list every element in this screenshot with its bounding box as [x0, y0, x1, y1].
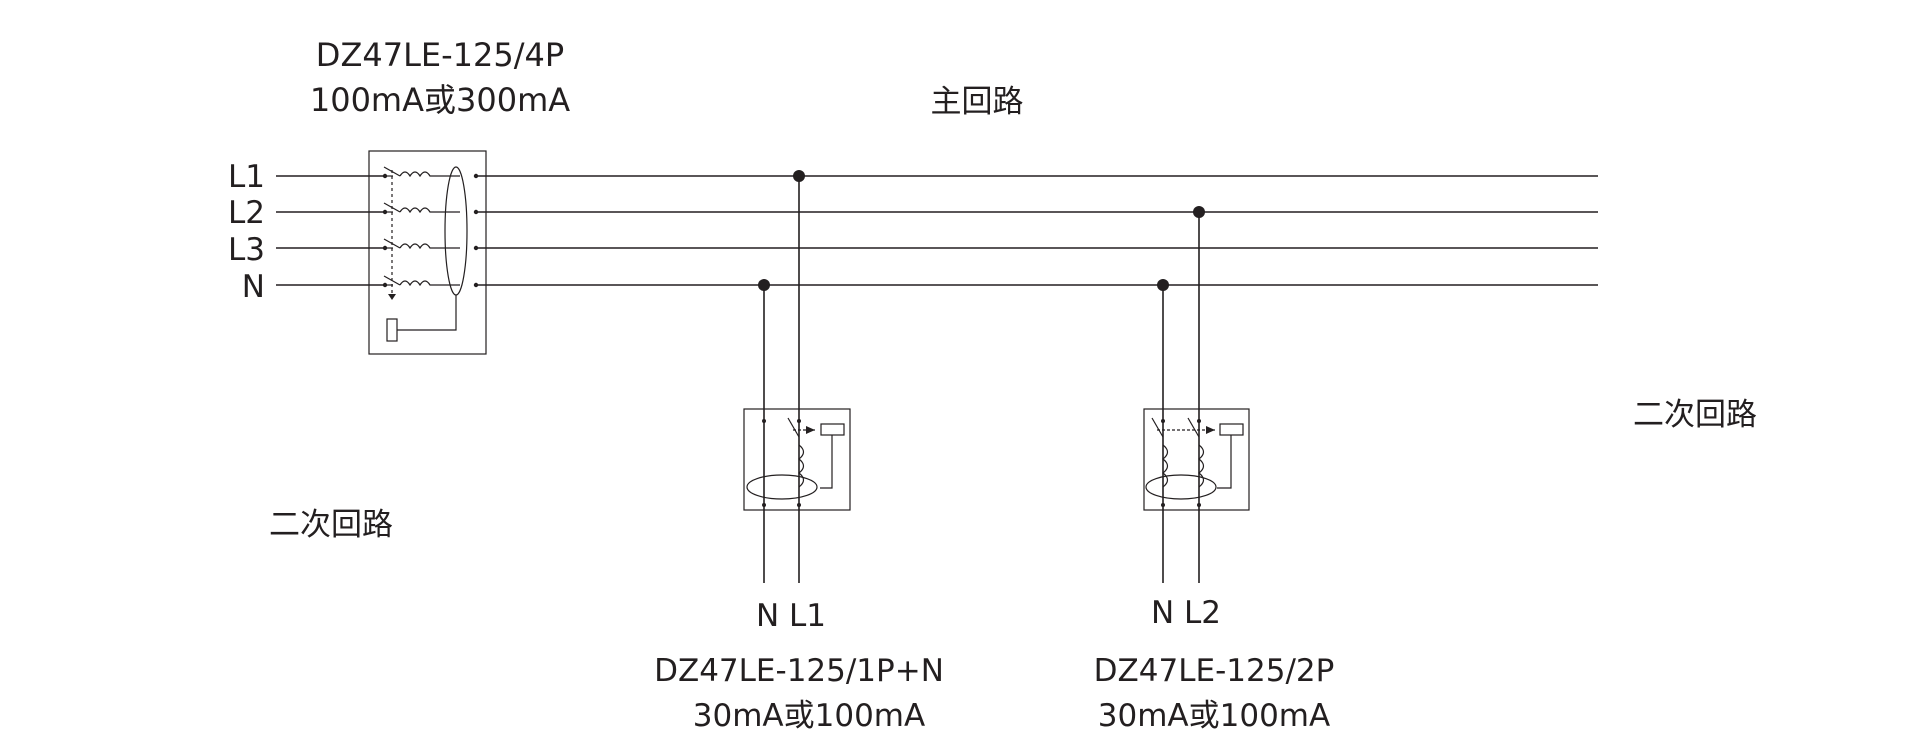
- main-breaker-model: DZ47LE-125/4P: [316, 36, 564, 74]
- branch-1-wiring: [758, 170, 805, 583]
- branch-2-terminals: N L2: [1151, 595, 1221, 631]
- branch-1-terminals: N L1: [756, 598, 826, 634]
- secondary-circuit-label-right: 二次回路: [1633, 397, 1757, 433]
- main-breaker-rating: 100mA或300mA: [310, 81, 570, 119]
- branch-2-breaker-symbol: [1143, 408, 1250, 511]
- branch-1-model: DZ47LE-125/1P+N: [654, 653, 944, 689]
- branch-2-model: DZ47LE-125/2P: [1094, 653, 1335, 689]
- bus-wires: [475, 175, 1598, 286]
- bus-label-l3: L3: [228, 232, 265, 268]
- main-breaker-symbol: [368, 150, 487, 355]
- junction-branch-1-n: [758, 279, 770, 291]
- branch-2-rating: 30mA或100mA: [1098, 698, 1330, 734]
- junction-branch-2-l2: [1193, 206, 1205, 218]
- branch-2-wiring: [1157, 206, 1205, 583]
- junction-branch-1-l1: [793, 170, 805, 182]
- input-wires: [276, 175, 385, 286]
- branch-1-rating: 30mA或100mA: [693, 698, 925, 734]
- branch-1-breaker-symbol: [743, 408, 851, 511]
- junction-branch-2-n: [1157, 279, 1169, 291]
- pole-l2: [383, 202, 460, 214]
- main-circuit-label: 主回路: [931, 84, 1024, 120]
- secondary-circuit-label-left: 二次回路: [269, 507, 393, 543]
- bus-label-l2: L2: [228, 195, 265, 231]
- bus-label-l1: L1: [228, 159, 265, 195]
- pole-l3: [383, 238, 460, 250]
- bus-label-n: N: [242, 269, 265, 305]
- pole-l1: [383, 166, 460, 178]
